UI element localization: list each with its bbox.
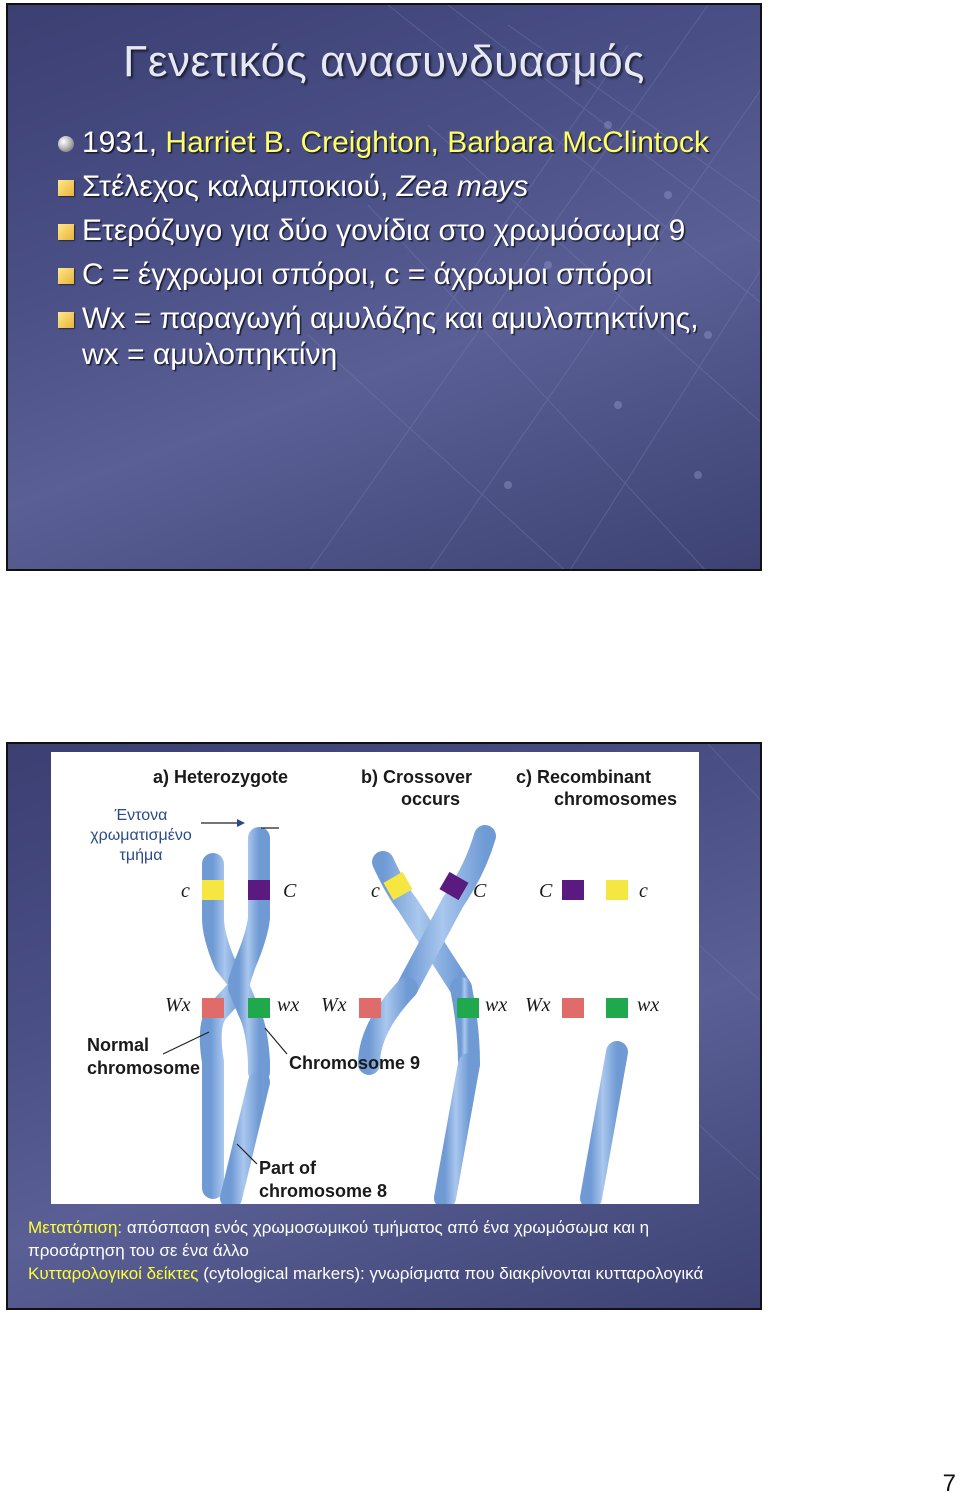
slide-2: a) Heterozygote b) Crossover occurs c) R… xyxy=(6,742,762,1310)
chromosome-figure: a) Heterozygote b) Crossover occurs c) R… xyxy=(51,752,699,1204)
stained-pointer-arrow-icon xyxy=(237,819,245,827)
bullet-heterozygous: Ετερόζυγο για δύο γονίδια στο χρωμόσωμα … xyxy=(58,213,738,249)
normal-chromosome-label-line1: Normal xyxy=(87,1035,150,1055)
chromosome-normal-upper xyxy=(202,853,250,993)
slide-background-pattern xyxy=(697,744,760,1182)
square-bullet-icon xyxy=(58,268,74,284)
square-bullet-icon xyxy=(58,312,74,328)
bullet-color-gene-text: C = έγχρωμοι σπόροι, c = άχρωμοι σπόροι xyxy=(82,258,653,291)
band-red-c xyxy=(562,998,584,1018)
band-red-b xyxy=(359,998,381,1018)
stained-segment-label: Έντονα χρωματισμένο τμήμα xyxy=(73,806,209,866)
normal-chromosome-label-line2: chromosome xyxy=(87,1058,201,1078)
allele-c-c: c xyxy=(639,880,648,902)
chromosome-8-part xyxy=(220,1071,270,1204)
band-purple-a xyxy=(248,880,270,900)
slide-1: Γενετικός ανασυνδυασμός 1931, Harriet B.… xyxy=(6,3,762,571)
panel-b-label-line2: occurs xyxy=(401,789,461,809)
slide-title: Γενετικός ανασυνδυασμός xyxy=(123,37,645,86)
caption-translocation: Μετατόπιση: απόσπαση ενός χρωμοσωμικού τ… xyxy=(28,1216,748,1262)
panel-c-label-line2: chromosomes xyxy=(554,789,678,809)
stained-label-line2: χρωματισμένο xyxy=(90,827,192,844)
part8-pointer-line xyxy=(236,1143,258,1165)
part-chromosome-8-label-line1: Part of xyxy=(259,1158,317,1178)
panel-a-label: a) Heterozygote xyxy=(153,767,289,787)
bullet-list: 1931, Harriet B. Creighton, Barbara McCl… xyxy=(58,125,738,381)
allele-wx-b: wx xyxy=(485,994,508,1016)
square-bullet-icon xyxy=(58,180,74,196)
allele-Wx-c: Wx xyxy=(525,994,551,1016)
square-bullet-icon xyxy=(58,224,74,240)
bullet-waxy-gene-text: Wx = παραγωγή αμυλόζης και αμυλοπηκτίνης… xyxy=(82,302,699,371)
band-red-a xyxy=(202,998,224,1018)
bullet-strain: Στέλεχος καλαμποκιού, Zea mays xyxy=(58,169,738,205)
allele-c-b: c xyxy=(371,880,380,902)
band-green-c xyxy=(606,998,628,1018)
caption-term-translocation: Μετατόπιση: xyxy=(28,1218,123,1237)
bullet-strain-text: Στέλεχος καλαμποκιού, xyxy=(82,170,397,203)
bullet-year: 1931, xyxy=(82,126,166,159)
chromosome-9-label: Chromosome 9 xyxy=(289,1053,421,1073)
allele-C-b: C xyxy=(473,880,487,902)
chrom9-pointer-line xyxy=(264,1027,288,1055)
bullet-authors: 1931, Harriet B. Creighton, Barbara McCl… xyxy=(58,125,738,161)
bullet-authors-names: Harriet B. Creighton, Barbara McClintock xyxy=(165,126,709,159)
chromosome-9-upper xyxy=(228,827,270,993)
caption-cytological-markers: Κυτταρολογικοί δείκτες (cytological mark… xyxy=(28,1262,748,1285)
allele-wx-c: wx xyxy=(637,994,660,1016)
recombinant-c-chromosome-tail xyxy=(580,1041,628,1204)
bullet-waxy-gene: Wx = παραγωγή αμυλόζης και αμυλοπηκτίνης… xyxy=(58,301,738,373)
band-purple-c xyxy=(562,880,584,900)
figure-caption: Μετατόπιση: απόσπαση ενός χρωμοσωμικού τ… xyxy=(28,1216,748,1285)
band-yellow-c xyxy=(606,880,628,900)
bullet-color-gene: C = έγχρωμοι σπόροι, c = άχρωμοι σπόροι xyxy=(58,257,738,293)
band-green-a xyxy=(248,998,270,1018)
slide-background-pattern xyxy=(307,5,760,569)
caption-def-translocation: απόσπαση ενός χρωμοσωμικού τμήματος από … xyxy=(28,1218,650,1260)
band-purple-b xyxy=(439,871,469,901)
stained-label-line3: τμήμα xyxy=(119,847,163,864)
panel-b-label-line1: b) Crossover xyxy=(361,767,473,787)
page-number: 7 xyxy=(942,1470,956,1497)
allele-C-a: C xyxy=(283,880,297,902)
band-green-b xyxy=(457,998,479,1018)
allele-Wx-a: Wx xyxy=(165,994,191,1016)
stained-label-line1: Έντονα xyxy=(114,807,168,824)
part-chromosome-8-label-line2: chromosome 8 xyxy=(259,1181,388,1201)
caption-def-markers: (cytological markers): γνωρίσματα που δι… xyxy=(198,1264,704,1283)
caption-term-markers: Κυτταρολογικοί δείκτες xyxy=(28,1264,199,1283)
bullet-heterozygous-text: Ετερόζυγο για δύο γονίδια στο χρωμόσωμα … xyxy=(82,214,686,247)
panel-c-label-line1: c) Recombinant xyxy=(516,767,652,787)
crossover-right-tail xyxy=(434,1053,480,1204)
bullet-strain-species: Zea mays xyxy=(396,170,529,203)
band-yellow-b xyxy=(383,871,413,901)
allele-c-a: c xyxy=(181,880,190,902)
allele-C-c: C xyxy=(539,880,553,902)
band-yellow-a xyxy=(202,880,224,900)
normal-pointer-line xyxy=(162,1031,210,1055)
crossover-right-upper xyxy=(396,825,496,999)
allele-wx-a: wx xyxy=(277,994,300,1016)
chromosome-diagram xyxy=(162,819,628,1204)
sphere-bullet-icon xyxy=(58,136,74,152)
allele-Wx-b: Wx xyxy=(321,994,347,1016)
